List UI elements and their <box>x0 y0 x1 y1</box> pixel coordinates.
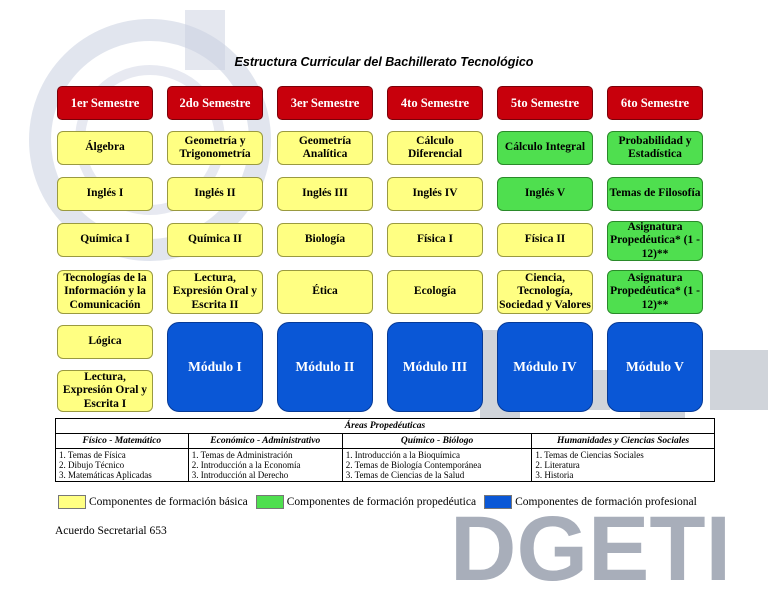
areas-table-title: Áreas Propedéuticas <box>55 418 715 434</box>
area-item: 3. Matemáticas Aplicadas <box>59 470 152 480</box>
module-box: Módulo II <box>277 322 373 412</box>
subject-box: Química II <box>167 223 263 257</box>
legend-swatch-propedeutica <box>255 495 284 509</box>
area-items: 1. Temas de Administración 2. Introducci… <box>187 448 343 482</box>
area-item: 3. Historia <box>535 470 574 480</box>
area-item: 2. Dibujo Técnico <box>59 460 125 470</box>
area-items: 1. Introducción a la Bioquímica 2. Temas… <box>341 448 533 482</box>
area-item: 1. Temas de Ciencias Sociales <box>535 450 644 460</box>
subject-box: Geometría y Trigonometría <box>167 131 263 165</box>
area-items: 1. Temas de Ciencias Sociales 2. Literat… <box>531 448 715 482</box>
area-item: 2. Introducción a la Economía <box>191 460 301 470</box>
area-item: 2. Temas de Biología Contemporánea <box>345 460 482 470</box>
area-column-header: Económico - Administrativo <box>187 433 343 449</box>
subject-box: Tecnologías de la Información y la Comun… <box>57 270 153 314</box>
area-item: 2. Literatura <box>535 460 580 470</box>
area-item: 3. Introducción al Derecho <box>191 470 289 480</box>
subject-box: Probabilidad y Estadística <box>607 131 703 165</box>
area-item: 1. Temas de Administración <box>191 450 293 460</box>
area-column-header: Químico - Biólogo <box>341 433 533 449</box>
area-items: 1. Temas de Física 2. Dibujo Técnico 3. … <box>55 448 189 482</box>
subject-box: Lectura, Expresión Oral y Escrita II <box>167 270 263 314</box>
subject-box: Ética <box>277 270 373 314</box>
subject-box: Lógica <box>57 325 153 359</box>
area-item: 1. Introducción a la Bioquímica <box>345 450 460 460</box>
subject-box: Cálculo Integral <box>497 131 593 165</box>
subject-box: Asignatura Propedéutica* (1 - 12)** <box>607 270 703 314</box>
subject-box: Lectura, Expresión Oral y Escrita I <box>57 370 153 412</box>
area-item: 3. Temas de Ciencias de la Salud <box>345 470 465 480</box>
subject-box: Ciencia, Tecnología, Sociedad y Valores <box>497 270 593 314</box>
subject-box: Cálculo Diferencial <box>387 131 483 165</box>
subject-box: Inglés I <box>57 177 153 211</box>
area-column-header: Físico - Matemático <box>55 433 189 449</box>
subject-box: Química I <box>57 223 153 257</box>
legend-label: Componentes de formación propedéutica <box>286 496 477 508</box>
subject-box: Física I <box>387 223 483 257</box>
semester-header-4: 4to Semestre <box>387 86 483 120</box>
module-box: Módulo V <box>607 322 703 412</box>
subject-box: Asignatura Propedéutica* (1 - 12)** <box>607 221 703 261</box>
legend: Componentes de formación básica Componen… <box>58 495 697 509</box>
semester-header-6: 6to Semestre <box>607 86 703 120</box>
subject-box: Temas de Filosofía <box>607 177 703 211</box>
module-box: Módulo IV <box>497 322 593 412</box>
legend-swatch-profesional <box>484 495 513 509</box>
module-box: Módulo III <box>387 322 483 412</box>
semester-header-1: 1er Semestre <box>57 86 153 120</box>
area-item: 1. Temas de Física <box>59 450 126 460</box>
subject-box: Física II <box>497 223 593 257</box>
page-title: Estructura Curricular del Bachillerato T… <box>234 55 534 69</box>
subject-box: Álgebra <box>57 131 153 165</box>
legend-swatch-basica <box>58 495 86 509</box>
subject-box: Inglés III <box>277 177 373 211</box>
subject-box: Inglés V <box>497 177 593 211</box>
areas-propedeuticas-table: Áreas Propedéuticas Físico - Matemático … <box>55 418 715 482</box>
subject-box: Geometría Analítica <box>277 131 373 165</box>
subject-box: Inglés II <box>167 177 263 211</box>
subject-box: Ecología <box>387 270 483 314</box>
semester-header-5: 5to Semestre <box>497 86 593 120</box>
semester-header-3: 3er Semestre <box>277 86 373 120</box>
module-box: Módulo I <box>167 322 263 412</box>
legend-label: Componentes de formación profesional <box>515 496 697 508</box>
area-column-header: Humanidades y Ciencias Sociales <box>531 433 715 449</box>
subject-box: Biología <box>277 223 373 257</box>
footer-note: Acuerdo Secretarial 653 <box>55 525 167 537</box>
svg-text:DGETI: DGETI <box>450 498 731 593</box>
subject-box: Inglés IV <box>387 177 483 211</box>
legend-label: Componentes de formación básica <box>89 496 248 508</box>
semester-header-2: 2do Semestre <box>167 86 263 120</box>
